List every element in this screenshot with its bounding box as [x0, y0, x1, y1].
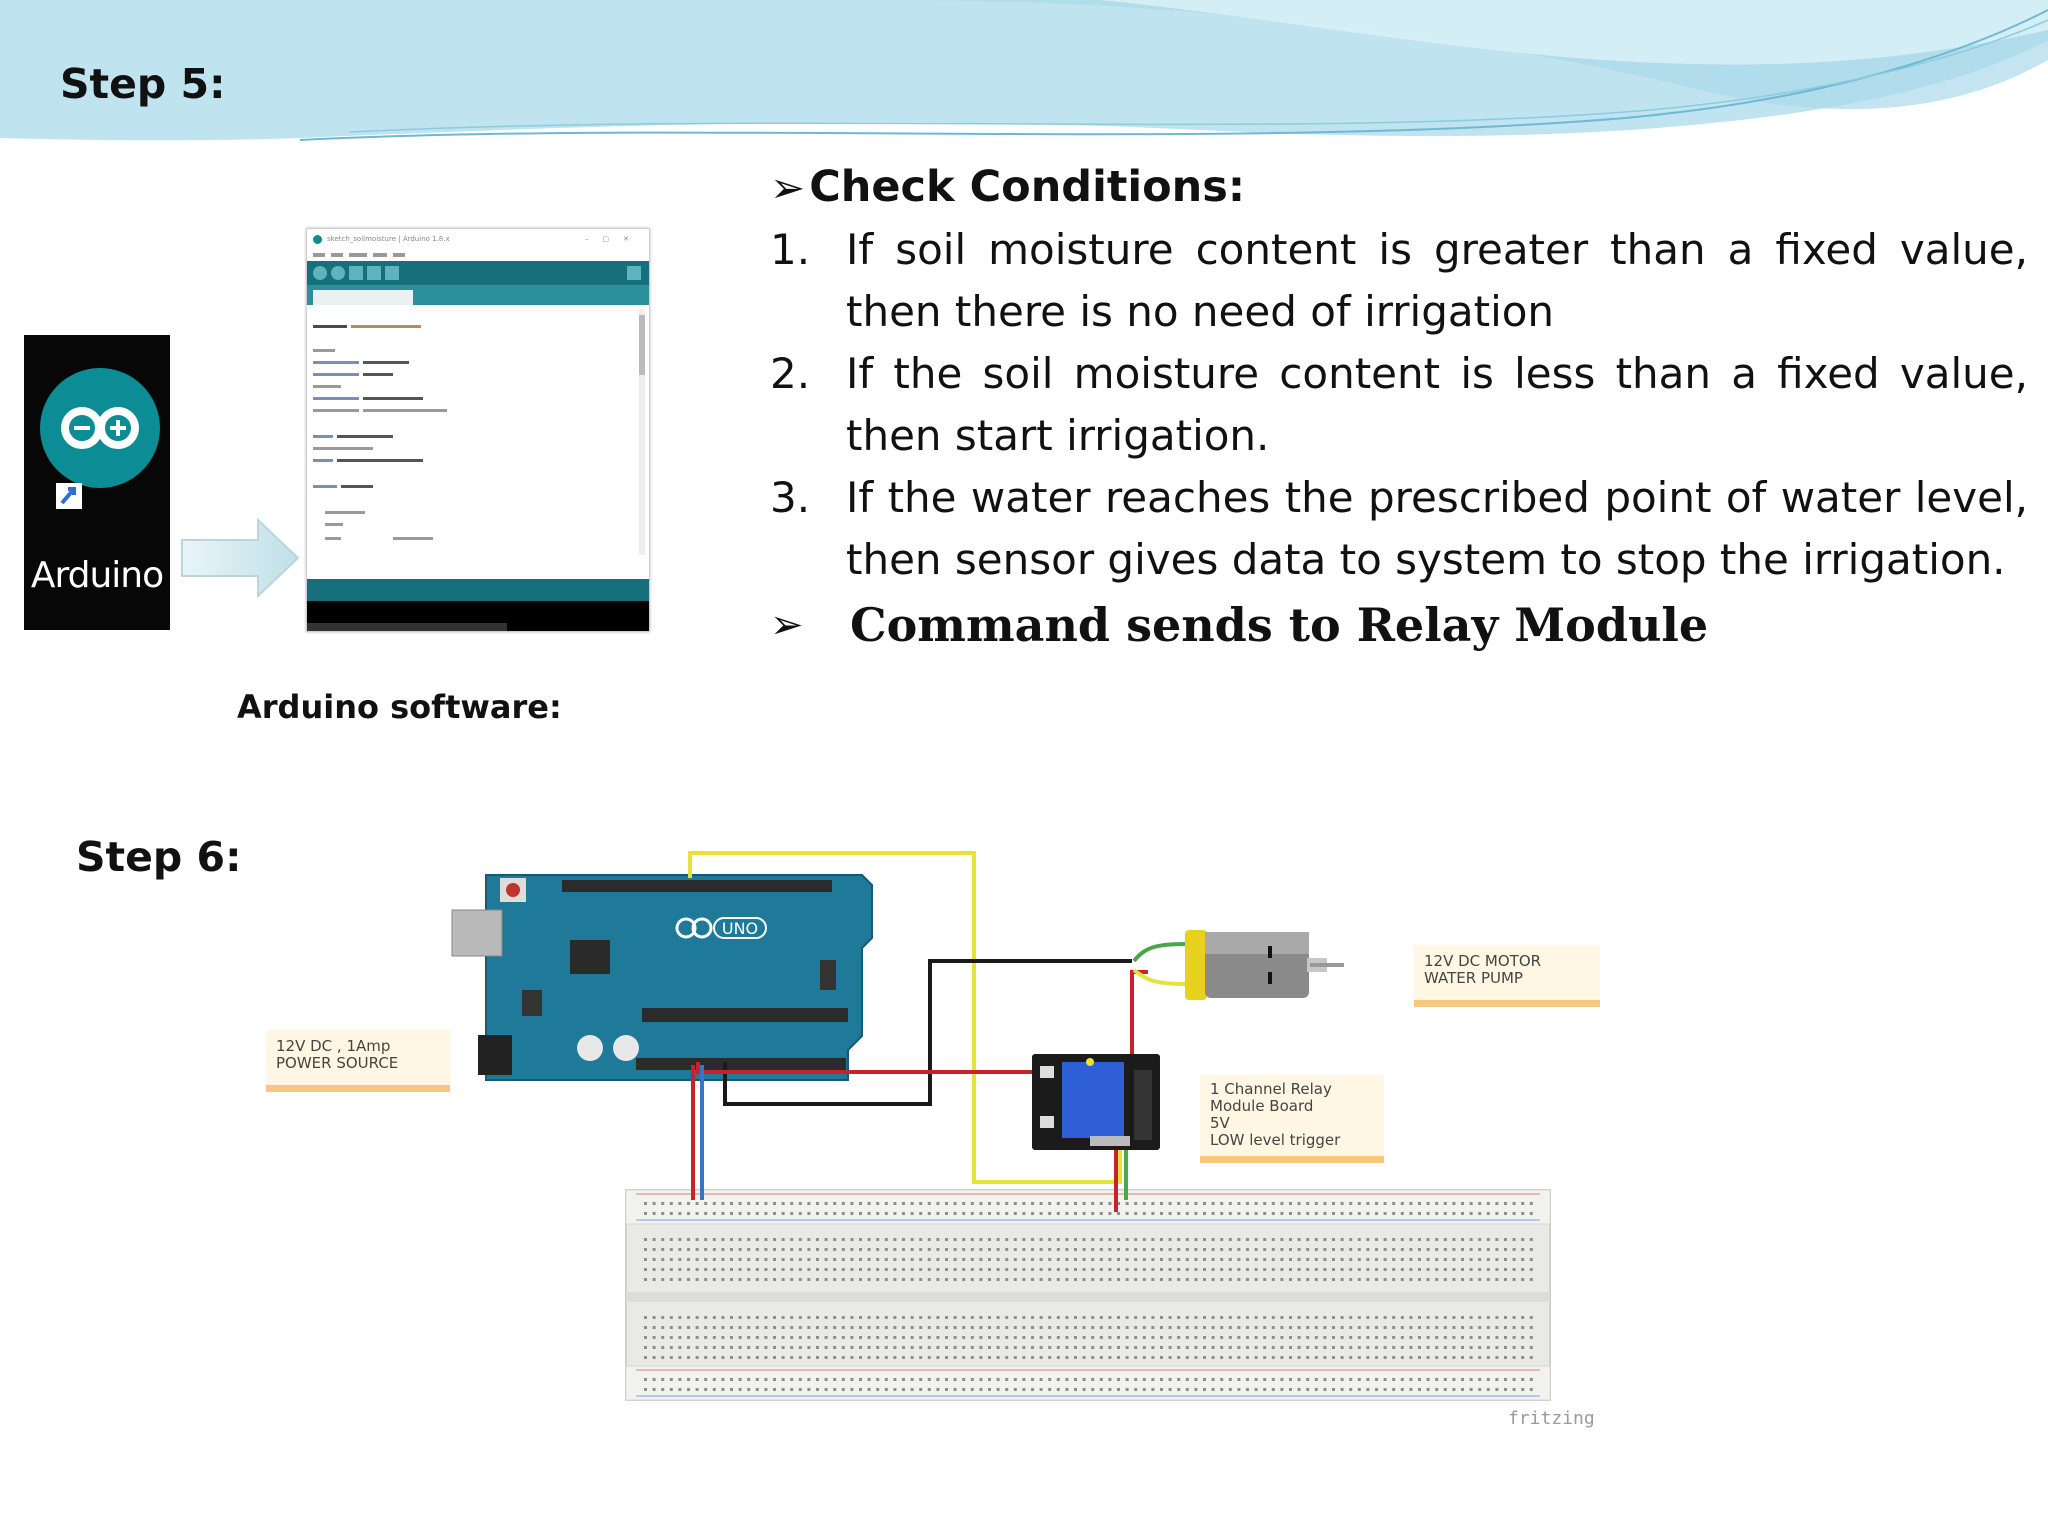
upload-icon — [331, 266, 345, 280]
header-wave — [0, 0, 2048, 141]
condition-item: 1. If soil moisture content is greater t… — [770, 219, 2028, 343]
arduino-ide-window: sketch_soilmoisture | Arduino 1.8.x –▢✕ — [306, 228, 650, 632]
conditions-block: ➢ Check Conditions: 1. If soil moisture … — [770, 155, 2028, 657]
motor-pump-line: WATER PUMP — [1424, 969, 1523, 987]
ide-tab-bar — [307, 285, 649, 305]
right-arrow-icon — [181, 518, 300, 598]
ide-console — [307, 601, 649, 631]
power-source-label: 12V DC , 1Amp POWER SOURCE — [266, 1030, 450, 1092]
condition-item: 3. If the water reaches the prescribed p… — [770, 467, 2028, 591]
command-text: Command sends to Relay Module — [850, 598, 1709, 652]
green-motor-wire-1 — [1132, 942, 1186, 963]
wires — [688, 851, 1186, 1212]
ide-status-bar — [307, 579, 649, 601]
condition-text: If the soil moisture content is less tha… — [846, 349, 2028, 460]
fritzing-label: fritzing — [1508, 1408, 1595, 1429]
arrow-bullet-icon: ➢ — [770, 602, 804, 648]
ide-code-editor — [313, 309, 645, 555]
black-wire — [723, 959, 1132, 1106]
arduino-software-caption: Arduino software: — [237, 688, 562, 726]
arduino-app-icon: Arduino — [24, 335, 170, 630]
arduino-icon-label: Arduino — [30, 555, 164, 596]
condition-number: 2. — [770, 349, 811, 398]
dc-motor — [1185, 930, 1344, 1000]
ide-toolbar — [307, 261, 649, 285]
relay-module — [1032, 1054, 1160, 1150]
command-row: ➢ Command sends to Relay Module — [770, 593, 2028, 657]
ide-app-icon — [313, 234, 322, 244]
uno-board-label: UNO — [722, 919, 758, 938]
ide-window-controls: –▢✕ — [585, 235, 643, 243]
power-source-line: POWER SOURCE — [276, 1054, 399, 1072]
ide-menu-bar — [313, 249, 643, 261]
ide-window-title: sketch_soilmoisture | Arduino 1.8.x — [327, 235, 450, 243]
arrow-bullet-icon: ➢ — [770, 162, 806, 212]
step6-title: Step 6: — [76, 833, 242, 881]
relay-label-line: 1 Channel Relay — [1210, 1080, 1332, 1098]
arduino-logo-icon — [40, 368, 160, 509]
serial-monitor-icon — [627, 266, 641, 280]
ide-sketch-tab — [313, 290, 413, 305]
conditions-heading: Check Conditions: — [809, 162, 1246, 212]
condition-number: 3. — [770, 473, 811, 522]
ide-title-bar: sketch_soilmoisture | Arduino 1.8.x –▢✕ — [307, 229, 649, 249]
open-icon — [367, 266, 381, 280]
motor-pump-line: 12V DC MOTOR — [1424, 952, 1542, 970]
uno-logo-icon — [675, 917, 767, 939]
motor-pump-label: 12V DC MOTOR WATER PUMP — [1414, 945, 1600, 1007]
red-wire — [696, 1062, 1132, 1074]
circuit-diagram: UNO fritzing — [451, 851, 1595, 1429]
condition-number: 1. — [770, 225, 811, 274]
yellow-wire — [688, 851, 1122, 1184]
conditions-heading-row: ➢ Check Conditions: — [770, 155, 2028, 219]
arduino-uno-board: UNO — [451, 874, 873, 1081]
conditions-list: 1. If soil moisture content is greater t… — [770, 219, 2028, 591]
breadboard-holes — [644, 1202, 1533, 1391]
yellow-motor-wire — [1132, 968, 1186, 986]
condition-text: If the water reaches the prescribed poin… — [846, 473, 2028, 584]
new-icon — [349, 266, 363, 280]
red-relay-motor-wire — [1130, 970, 1148, 1078]
verify-icon — [313, 266, 327, 280]
step5-title: Step 5: — [60, 60, 226, 108]
breadboard — [625, 1189, 1551, 1401]
condition-text: If soil moisture content is greater than… — [846, 225, 2028, 336]
relay-label-line: 5V — [1210, 1114, 1230, 1132]
condition-item: 2. If the soil moisture content is less … — [770, 343, 2028, 467]
relay-module-label: 1 Channel Relay Module Board 5V LOW leve… — [1200, 1075, 1384, 1163]
power-source-line: 12V DC , 1Amp — [276, 1037, 391, 1055]
save-icon — [385, 266, 399, 280]
relay-label-line: Module Board — [1210, 1097, 1314, 1115]
relay-label-line: LOW level trigger — [1210, 1131, 1341, 1149]
